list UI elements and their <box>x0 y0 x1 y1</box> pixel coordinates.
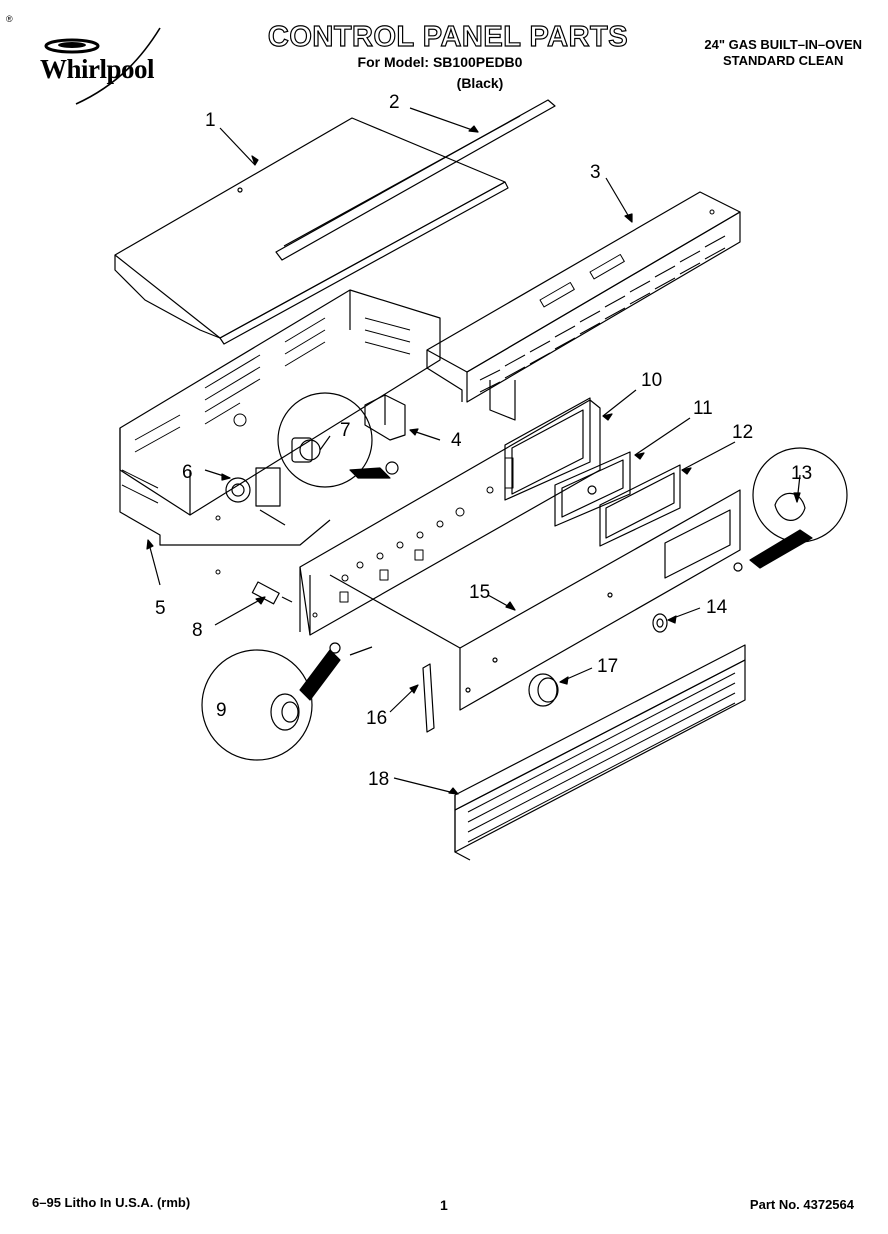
part-10-frame <box>504 397 591 501</box>
part-4-switch-block <box>364 394 406 441</box>
part-15-fascia-panel <box>329 489 741 711</box>
callout-2: 2 <box>389 92 400 113</box>
callout-5: 5 <box>155 598 166 619</box>
callout-18: 18 <box>368 769 389 790</box>
part-16-trim-strip <box>422 663 435 733</box>
part-number: Part No. 4372564 <box>749 1197 854 1212</box>
brand-wordmark: Whirlpool <box>40 54 155 84</box>
callout-15: 15 <box>469 582 490 603</box>
callout-3: 3 <box>590 162 601 183</box>
callout-labels: 1 2 3 4 5 6 7 8 9 10 11 12 13 14 15 16 1… <box>155 92 812 790</box>
part-17-knob <box>528 673 559 707</box>
callout-1: 1 <box>205 110 216 131</box>
callout-12: 12 <box>732 422 753 443</box>
part-15-control-panel <box>299 399 601 636</box>
callout-13: 13 <box>791 463 812 484</box>
leader-lines <box>146 107 801 795</box>
part-2-channel-strip <box>275 99 556 261</box>
product-description: 24" GAS BUILT–IN–OVEN STANDARD CLEAN <box>704 37 862 69</box>
callout-14: 14 <box>706 597 728 618</box>
model-color: (Black) <box>456 75 504 91</box>
model-number: For Model: SB100PEDB0 <box>357 54 523 70</box>
part-9-detail-circle <box>201 642 373 761</box>
callout-10: 10 <box>641 370 662 391</box>
callout-17: 17 <box>597 656 618 677</box>
whirlpool-logo: Whirlpool <box>24 24 194 108</box>
whirlpool-swirl-icon <box>44 27 161 105</box>
part-12-bezel <box>599 464 681 547</box>
callout-9: 9 <box>216 700 227 721</box>
callout-6: 6 <box>182 462 193 483</box>
callout-16: 16 <box>366 708 387 729</box>
part-5-control-housing <box>119 289 441 575</box>
callout-11: 11 <box>693 398 713 419</box>
page-title: CONTROL PANEL PARTS <box>267 20 629 53</box>
callout-8: 8 <box>192 620 203 641</box>
part-14-nut <box>652 613 668 633</box>
part-1-top-cover <box>114 117 509 345</box>
clean-type: STANDARD CLEAN <box>723 53 844 68</box>
part-18-front-trim <box>454 644 746 861</box>
callout-4: 4 <box>451 430 462 451</box>
part-13-detail-circle <box>733 447 848 572</box>
product-type: 24" GAS BUILT–IN–OVEN <box>704 37 862 52</box>
litho-date: 6–95 Litho In U.S.A. (rmb) <box>32 1195 191 1210</box>
part-7-detail-circle <box>277 392 399 488</box>
callout-7: 7 <box>340 420 351 441</box>
part-3-vented-rail <box>426 191 741 421</box>
page-number: 1 <box>440 1197 448 1213</box>
part-6-thermostat <box>225 467 286 526</box>
part-11-display <box>554 451 631 527</box>
trademark-mark: ® <box>6 14 13 24</box>
